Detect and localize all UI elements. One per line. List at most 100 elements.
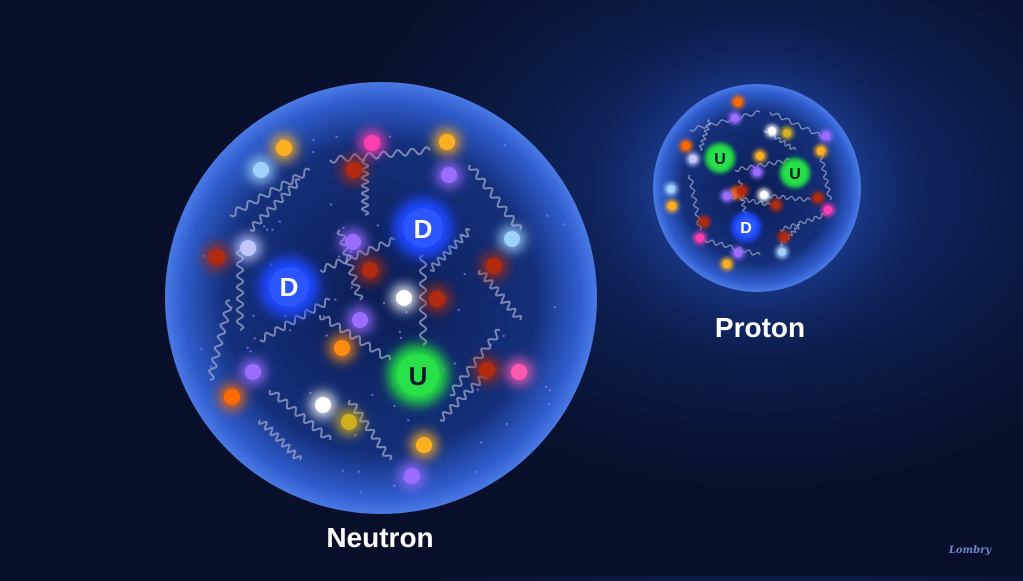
proton-quark-u2-letter: U bbox=[789, 166, 801, 183]
background-dot bbox=[357, 470, 360, 473]
gluon-line bbox=[258, 419, 302, 461]
neutron-sphere: D D U bbox=[165, 82, 597, 514]
gluon-line bbox=[689, 110, 761, 132]
sea-quark bbox=[404, 468, 420, 484]
sea-quark bbox=[276, 140, 292, 156]
background-dot bbox=[265, 228, 269, 232]
background-dot bbox=[312, 138, 315, 142]
sea-quark bbox=[315, 397, 331, 413]
background-dot bbox=[200, 347, 203, 350]
background-dot bbox=[407, 419, 410, 422]
proton-quark-d: D bbox=[731, 212, 761, 242]
sea-quark bbox=[682, 142, 690, 150]
sea-quark bbox=[760, 191, 768, 199]
artist-credit: Lombry bbox=[948, 545, 992, 556]
background-dot bbox=[350, 286, 353, 289]
sea-quark bbox=[224, 389, 240, 405]
sea-quark bbox=[814, 194, 822, 202]
sea-quark bbox=[486, 258, 502, 274]
background-dot bbox=[382, 301, 386, 305]
proton-quark-d-letter: D bbox=[740, 220, 752, 237]
sea-quark bbox=[362, 262, 378, 278]
gluon-line bbox=[319, 315, 391, 360]
sea-quark bbox=[772, 201, 780, 209]
background-dot bbox=[562, 223, 565, 226]
neutron-label: Neutron bbox=[326, 522, 434, 553]
sea-quark bbox=[396, 290, 412, 306]
sea-quark bbox=[240, 240, 256, 256]
background-dot bbox=[548, 402, 551, 406]
background-dot bbox=[505, 422, 509, 426]
background-dot bbox=[553, 306, 556, 309]
sea-quark bbox=[364, 135, 380, 151]
background-dot bbox=[405, 311, 408, 314]
sea-quark bbox=[696, 234, 704, 242]
background-dot bbox=[503, 143, 507, 147]
sea-quark bbox=[441, 167, 457, 183]
background-dot bbox=[278, 220, 282, 223]
background-dot bbox=[544, 385, 548, 389]
sea-quark bbox=[768, 127, 776, 135]
sea-quark bbox=[416, 437, 432, 453]
background-dot bbox=[263, 225, 266, 228]
neutron-body bbox=[165, 82, 597, 514]
background-dot bbox=[399, 336, 403, 340]
background-dot bbox=[334, 298, 337, 301]
background-dot bbox=[398, 330, 402, 333]
sea-quark bbox=[783, 129, 791, 137]
gluon-line bbox=[259, 297, 331, 343]
gluon-line bbox=[268, 389, 332, 441]
background-dot bbox=[371, 393, 374, 397]
sea-quark bbox=[780, 233, 788, 241]
background-dot bbox=[309, 391, 312, 395]
sea-quark bbox=[723, 192, 731, 200]
gluon-line bbox=[207, 299, 233, 381]
background-dot bbox=[322, 315, 326, 318]
background-dot bbox=[325, 334, 328, 337]
sea-quark bbox=[756, 152, 764, 160]
background-dot bbox=[502, 334, 505, 338]
background-dot bbox=[246, 346, 249, 349]
sea-quark bbox=[822, 132, 830, 140]
gluon-line bbox=[229, 167, 311, 218]
sea-quark bbox=[734, 249, 742, 257]
background-dot bbox=[476, 388, 479, 391]
background-dot bbox=[376, 224, 380, 227]
sea-quark bbox=[341, 414, 357, 430]
background-dot bbox=[453, 362, 457, 365]
sea-quark bbox=[723, 260, 731, 268]
background-dot bbox=[353, 434, 357, 437]
sea-quark bbox=[668, 202, 676, 210]
sea-quark bbox=[753, 168, 761, 176]
sea-quark bbox=[734, 98, 742, 106]
gluon-line bbox=[468, 164, 522, 231]
background-dot bbox=[457, 308, 460, 312]
neutron-quark-d1-letter: D bbox=[280, 272, 299, 302]
background-dot bbox=[271, 228, 274, 231]
sea-quark bbox=[738, 187, 746, 195]
proton-quark-u1: U bbox=[705, 143, 735, 173]
sea-quark bbox=[667, 185, 675, 193]
sea-quark bbox=[346, 162, 362, 178]
sea-quark bbox=[429, 291, 445, 307]
sea-quark bbox=[778, 248, 786, 256]
background-dot bbox=[342, 226, 345, 230]
sea-quark bbox=[253, 162, 269, 178]
background-dot bbox=[210, 365, 213, 368]
gluon-line bbox=[477, 269, 523, 321]
sea-quark bbox=[334, 340, 350, 356]
background-dot bbox=[548, 389, 552, 392]
sea-quark bbox=[824, 206, 832, 214]
neutron-quark-d1: D bbox=[259, 257, 319, 317]
sea-quark bbox=[731, 114, 739, 122]
gluon-line bbox=[418, 254, 428, 346]
background-dot bbox=[463, 272, 466, 276]
background-dot bbox=[479, 441, 483, 444]
background-dot bbox=[337, 255, 341, 258]
gluon-line bbox=[449, 328, 501, 397]
background-dot bbox=[312, 150, 315, 154]
sea-quark bbox=[209, 249, 225, 265]
sea-quark bbox=[439, 134, 455, 150]
